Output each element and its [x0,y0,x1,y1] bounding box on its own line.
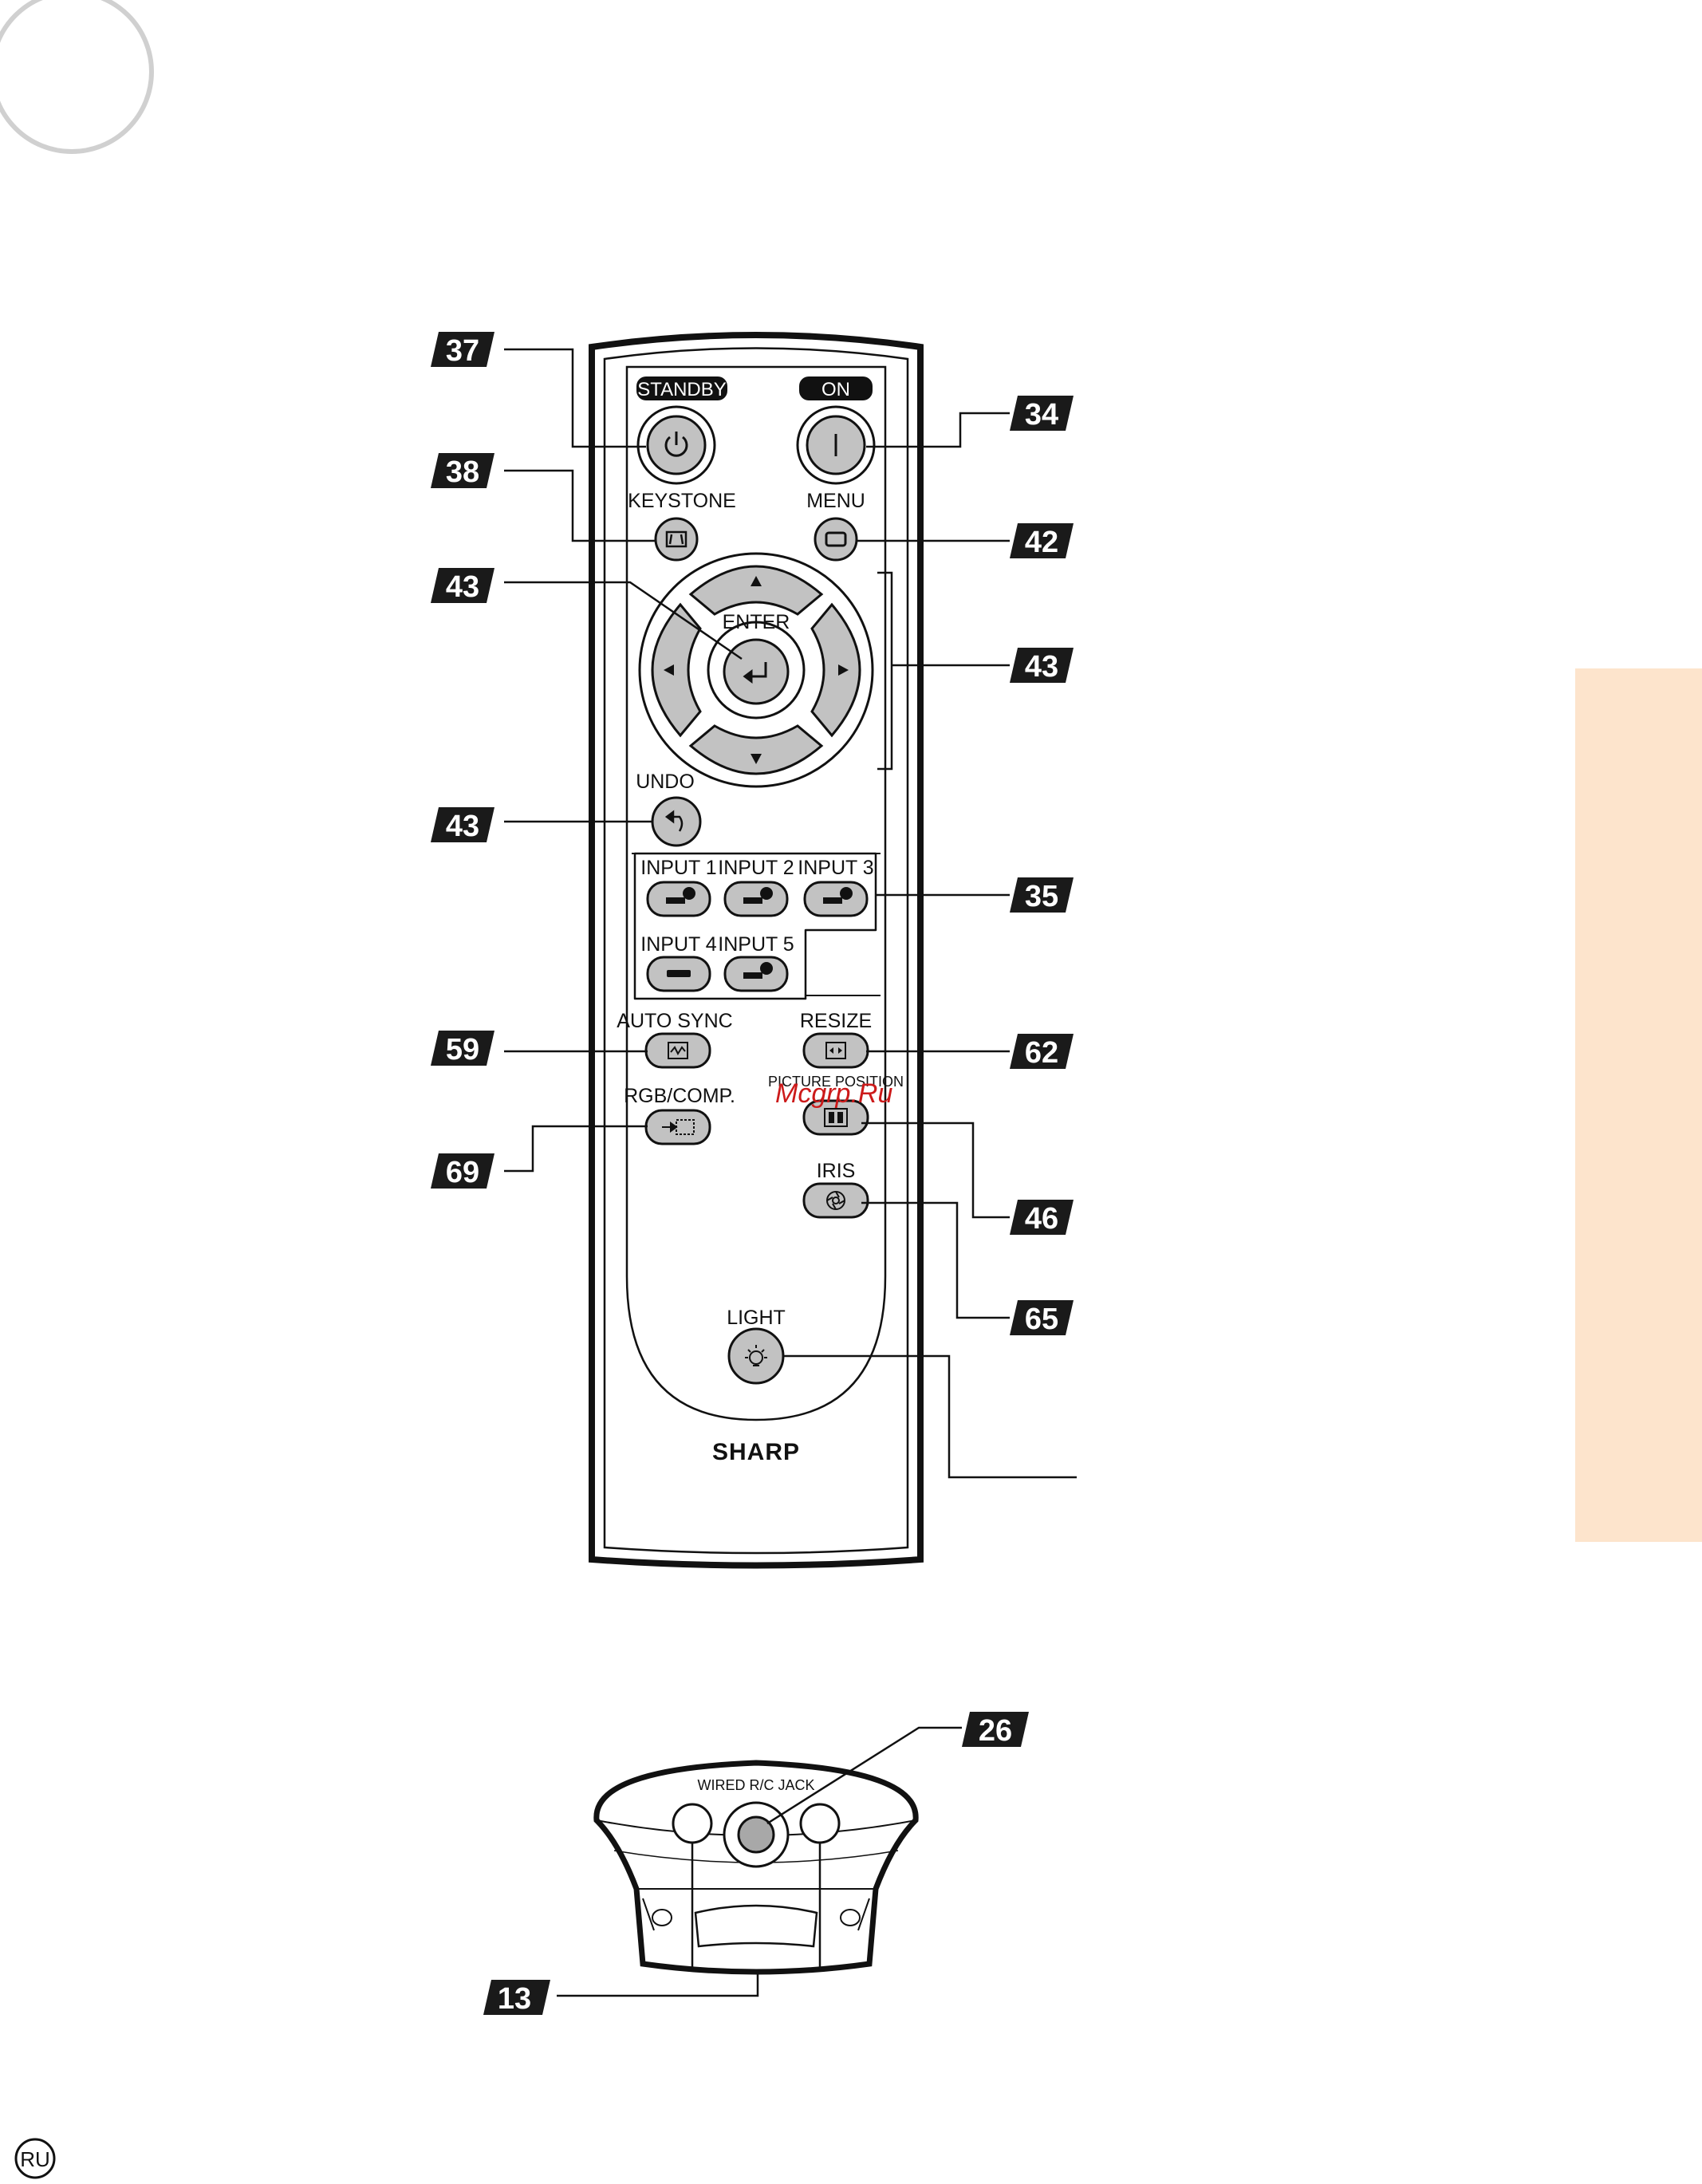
on-label: ON [821,379,850,400]
standby-button[interactable] [638,407,715,483]
svg-text:65: 65 [1025,1303,1058,1336]
light-button[interactable] [729,1329,783,1383]
iris-button[interactable] [804,1184,868,1217]
corner-circle-decoration [0,0,152,152]
callout-undo: 43 [431,807,494,843]
rgb-comp-label: RGB/COMP. [624,1085,735,1107]
callout-enter: 43 [431,568,494,604]
callout-picture-position: 46 [1010,1200,1074,1236]
auto-sync-label: AUTO SYNC [617,1010,732,1032]
input1-button[interactable] [648,882,710,916]
callout-inputs: 35 [1010,877,1074,913]
resize-button[interactable] [804,1034,868,1067]
callout-rgb-comp: 69 [431,1153,494,1189]
on-pill: ON [799,376,873,400]
enter-button[interactable] [724,640,788,704]
callout-on: 34 [1010,396,1074,432]
resize-label: RESIZE [800,1010,872,1032]
input2-label: INPUT 2 [718,857,794,879]
svg-text:37: 37 [446,334,479,368]
standby-pill: STANDBY [636,376,727,400]
callout-jack: 26 [962,1712,1029,1748]
rgb-comp-button[interactable] [646,1110,710,1144]
callout-arrows: 43 [1010,648,1074,684]
menu-button[interactable] [815,518,857,560]
svg-text:42: 42 [1025,526,1058,559]
input3-button[interactable] [805,882,867,916]
callout-menu: 42 [1010,523,1074,559]
wired-rc-jack[interactable] [724,1803,788,1867]
svg-text:43: 43 [446,810,479,843]
svg-text:RU: RU [20,2147,50,2171]
input4-button[interactable] [648,957,710,991]
input1-label: INPUT 1 [640,857,716,879]
svg-text:35: 35 [1025,880,1058,913]
callout-keystone: 38 [431,453,494,489]
left-sensor-icon [673,1804,711,1843]
menu-label: MENU [806,490,865,512]
brand-logo: SHARP [712,1439,800,1465]
language-badge: RU [16,2139,54,2178]
side-tab [1575,668,1702,1542]
input3-label: INPUT 3 [798,857,873,879]
callout-sensors: 13 [483,1980,550,2016]
callout-auto-sync: 59 [431,1031,494,1066]
undo-label: UNDO [636,771,695,793]
light-label: LIGHT [727,1307,786,1329]
keystone-button[interactable] [656,518,697,560]
input5-button[interactable] [725,957,787,991]
svg-text:62: 62 [1025,1036,1058,1070]
input4-label: INPUT 4 [640,933,716,956]
enter-label: ENTER [723,611,790,633]
auto-sync-button[interactable] [646,1034,710,1067]
callout-standby: 37 [431,332,494,368]
svg-text:43: 43 [446,570,479,604]
svg-text:34: 34 [1025,398,1058,432]
svg-text:46: 46 [1025,1202,1058,1236]
svg-text:13: 13 [498,1982,531,2016]
svg-text:38: 38 [446,455,479,489]
undo-button[interactable] [652,798,700,846]
callout-iris: 65 [1010,1300,1074,1336]
right-sensor-icon [801,1804,839,1843]
on-button[interactable] [798,407,874,483]
callout-resize: 62 [1010,1034,1074,1070]
svg-text:59: 59 [446,1033,479,1066]
keystone-label: KEYSTONE [628,490,736,512]
svg-text:43: 43 [1025,650,1058,684]
input2-button[interactable] [725,882,787,916]
wired-rc-jack-label: WIRED R/C JACK [697,1777,814,1793]
svg-text:26: 26 [979,1714,1012,1748]
iris-label: IRIS [817,1160,856,1182]
input5-label: INPUT 5 [718,933,794,956]
standby-label: STANDBY [637,379,727,400]
svg-text:69: 69 [446,1156,479,1189]
watermark: Mcgrp.Ru [775,1078,892,1109]
